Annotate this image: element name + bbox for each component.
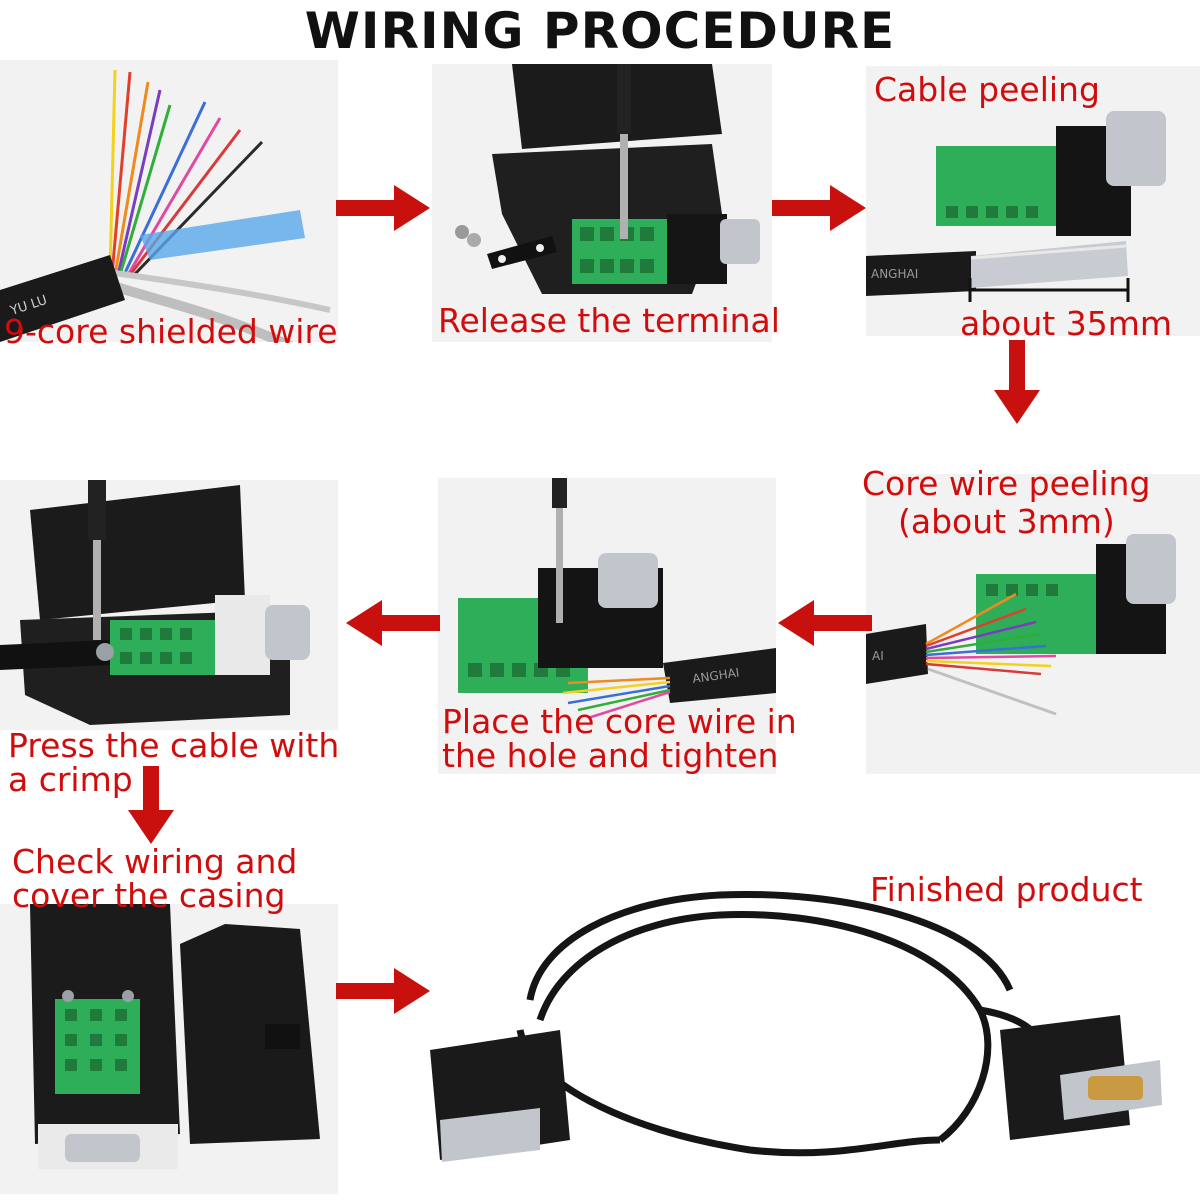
page-title: WIRING PROCEDURE [304, 2, 896, 60]
arrow-down-2-icon [128, 766, 174, 844]
step-3-measure: about 35mm [960, 304, 1172, 343]
step-7-caption-line2: cover the casing [12, 876, 286, 915]
step-6-caption-line1: Press the cable with [8, 726, 340, 765]
step-5-caption-line1: Place the core wire in [442, 702, 797, 741]
step-4-caption-line2: (about 3mm) [898, 502, 1115, 541]
arrow-left-1-icon [778, 600, 872, 646]
step-4-cable-print: AI [872, 649, 884, 663]
step-5-place-photo: ANGHAI [438, 478, 776, 774]
step-8-caption: Finished product [870, 870, 1143, 909]
arrow-down-1-icon [994, 340, 1040, 424]
step-5-caption-line2: the hole and tighten [442, 736, 779, 775]
step-4-core-peeling-photo: AI [866, 474, 1200, 774]
step-4-caption-line1: Core wire peeling [862, 464, 1151, 503]
step-6-crimp-photo [0, 480, 338, 730]
arrow-left-2-icon [346, 600, 440, 646]
step-7-casing-photo [0, 904, 338, 1194]
step-3-caption: Cable peeling [874, 70, 1100, 109]
step-6-caption-line2: a crimp [8, 760, 133, 799]
step-2-release-photo [432, 64, 772, 342]
arrow-right-2-icon [772, 185, 866, 231]
step-3-cable-print: ANGHAI [871, 267, 918, 281]
step-8-finished-photo [420, 880, 1200, 1190]
step-1-wire-photo: YU LU [0, 60, 338, 342]
step-1-caption: 9-core shielded wire [4, 312, 338, 351]
arrow-right-3-icon [336, 968, 430, 1014]
step-2-caption: Release the terminal [438, 301, 780, 340]
step-7-caption-line1: Check wiring and [12, 842, 298, 881]
arrow-right-1-icon [336, 185, 430, 231]
step-5-cable-print: ANGHAI [691, 666, 740, 686]
step-3-peeling-photo: ANGHAI [866, 66, 1200, 336]
